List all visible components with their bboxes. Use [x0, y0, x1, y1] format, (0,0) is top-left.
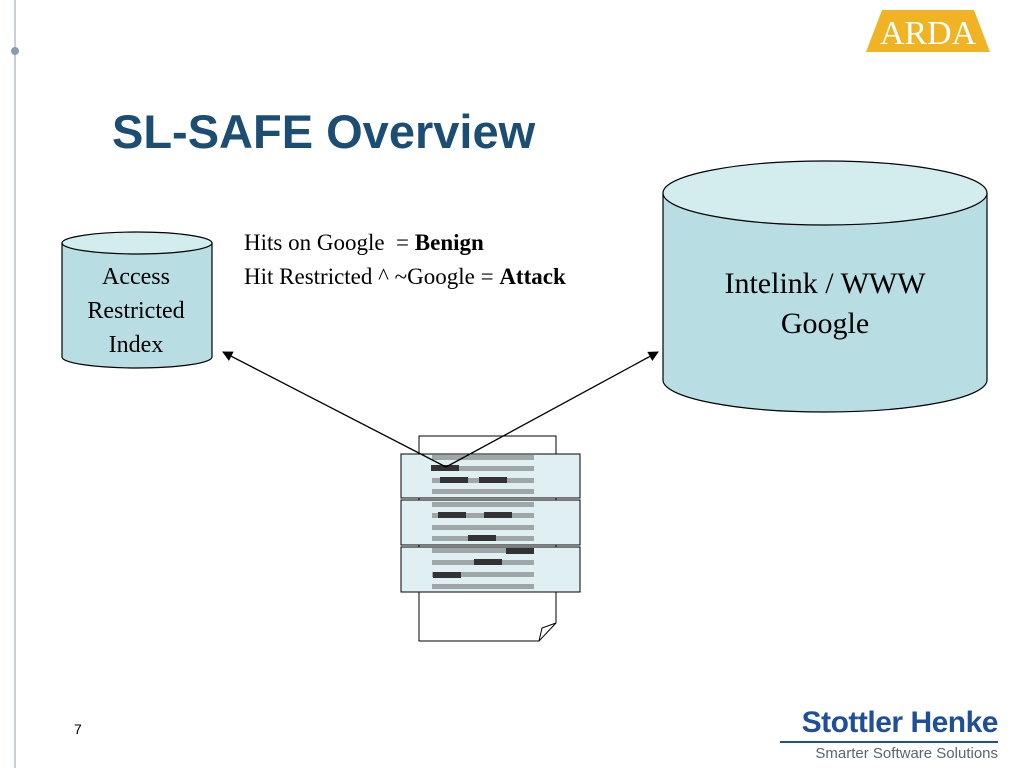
restricted-index-line-2: Restricted	[87, 298, 185, 324]
hit-rule-legend: Hits on Google = Benign Hit Restricted ^…	[244, 226, 566, 294]
intelink-google-line-2: Google	[780, 307, 870, 340]
restricted-index-line-3: Index	[108, 332, 164, 358]
brand-tagline: Smarter Software Solutions	[815, 745, 998, 762]
intelink-google-cylinder	[662, 160, 988, 413]
legend-attack-line: Hit Restricted ^ ~Google = Attack	[244, 260, 566, 294]
left-margin-rule	[14, 0, 16, 768]
arda-logo-text: ARDA	[880, 15, 977, 52]
restricted-index-label: Access Restricted Index	[62, 260, 210, 362]
page-number: 7	[74, 721, 82, 737]
arrow-to-restricted-index	[222, 351, 447, 468]
arda-logo: ARDA	[866, 10, 990, 52]
legend-attack-label: Attack	[499, 264, 566, 289]
left-margin-dot	[11, 47, 19, 55]
brand-name: Stottler Henke	[801, 706, 999, 739]
document-keyword-highlights	[431, 465, 534, 578]
brand-divider	[780, 741, 998, 743]
restricted-index-cylinder	[61, 231, 213, 369]
legend-attack-prefix: Hit Restricted ^ ~Google =	[244, 264, 500, 289]
slide-title: SL-SAFE Overview	[112, 105, 536, 158]
intelink-google-line-1: Intelink / WWW	[724, 267, 926, 300]
legend-benign-line: Hits on Google = Benign	[244, 226, 566, 260]
legend-benign-label: Benign	[414, 230, 484, 255]
legend-benign-prefix: Hits on Google =	[244, 230, 415, 255]
arrow-to-intelink-google	[445, 351, 659, 468]
restricted-index-line-1: Access	[102, 264, 170, 290]
intelink-google-label: Intelink / WWW Google	[664, 264, 986, 344]
arda-logo-badge	[866, 10, 990, 52]
stottler-henke-logo: Stottler Henke Smarter Software Solution…	[780, 706, 999, 762]
